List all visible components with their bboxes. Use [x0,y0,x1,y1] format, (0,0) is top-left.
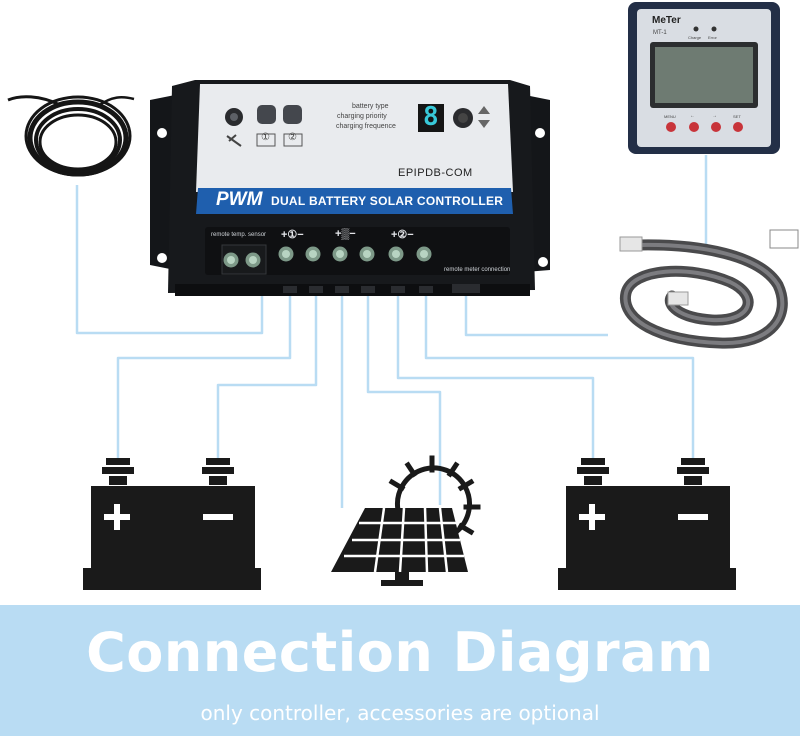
meter-led-error-label: Error [708,35,717,40]
wire-battery2-positive [396,290,595,458]
meter-label-menu: MENU [664,114,676,119]
settings-label-charging-priority: charging priority [337,113,387,120]
controller-model: EPIPDB-COM [398,167,473,179]
charge-controller [150,80,550,296]
wire-battery1-positive [116,290,292,458]
meter-led-charge-label: Charge [688,35,702,40]
wrench-icon [226,134,242,147]
wire-temp-sensor [75,185,264,335]
terminal-group-battery-2: +②− [391,229,414,241]
settings-label-battery-type: battery type [352,103,389,110]
terminal-label-temp-sensor: remote temp. sensor [211,232,267,238]
meter-button-left[interactable] [689,122,699,132]
meter-led-error [711,26,717,32]
negative-sign [678,514,708,520]
sun-icon [388,455,481,536]
banner-subtitle: only controller, accessories are optiona… [200,701,600,725]
meter-model: MT-1 [653,30,667,36]
button-2[interactable] [283,105,302,124]
meter-label-left: ← [690,113,695,119]
battery-icon [558,458,736,590]
button-2-icon: ② [288,132,297,143]
rj45-cable-icon [619,229,799,349]
connection-wires [75,155,708,508]
meter-label-set: SET [733,114,741,119]
meter-button-right[interactable] [711,122,721,132]
segment-display [418,104,444,132]
button-1[interactable] [257,105,276,124]
meter-brand: MeTer [652,15,681,26]
brand-pwm: PWM [216,189,263,210]
caption-banner [0,605,800,736]
terminal-group-solar: +▒− [335,228,356,240]
negative-sign [203,514,233,520]
temp-sensor-cable-icon [7,95,135,177]
meter-button-set[interactable] [733,122,743,132]
wire-battery1-negative [216,290,318,458]
meter-label-right: → [712,113,717,119]
controller-band-text: DUAL BATTERY SOLAR CONTROLLER [271,194,504,208]
wire-solar-negative [366,290,442,505]
up-down-arrow-icon [478,106,490,128]
battery-icon [83,458,261,590]
remote-meter-icon [628,2,780,154]
wire-remote-meter [464,290,608,337]
solar-panel-icon [331,507,468,586]
terminal-screws[interactable] [223,246,432,268]
controller-band [196,188,513,214]
button-1-icon: ① [261,132,270,143]
banner-title: Connection Diagram [86,621,714,684]
meter-button-menu[interactable] [666,122,676,132]
meter-led-charge [693,26,699,32]
segment-digit: 8 [423,102,439,132]
terminal-label-remote-meter: remote meter connection [444,267,511,273]
settings-label-charging-frequence: charging frequence [336,123,396,130]
wire-battery2-negative [424,290,695,458]
terminal-group-battery-1: +①− [281,229,304,241]
